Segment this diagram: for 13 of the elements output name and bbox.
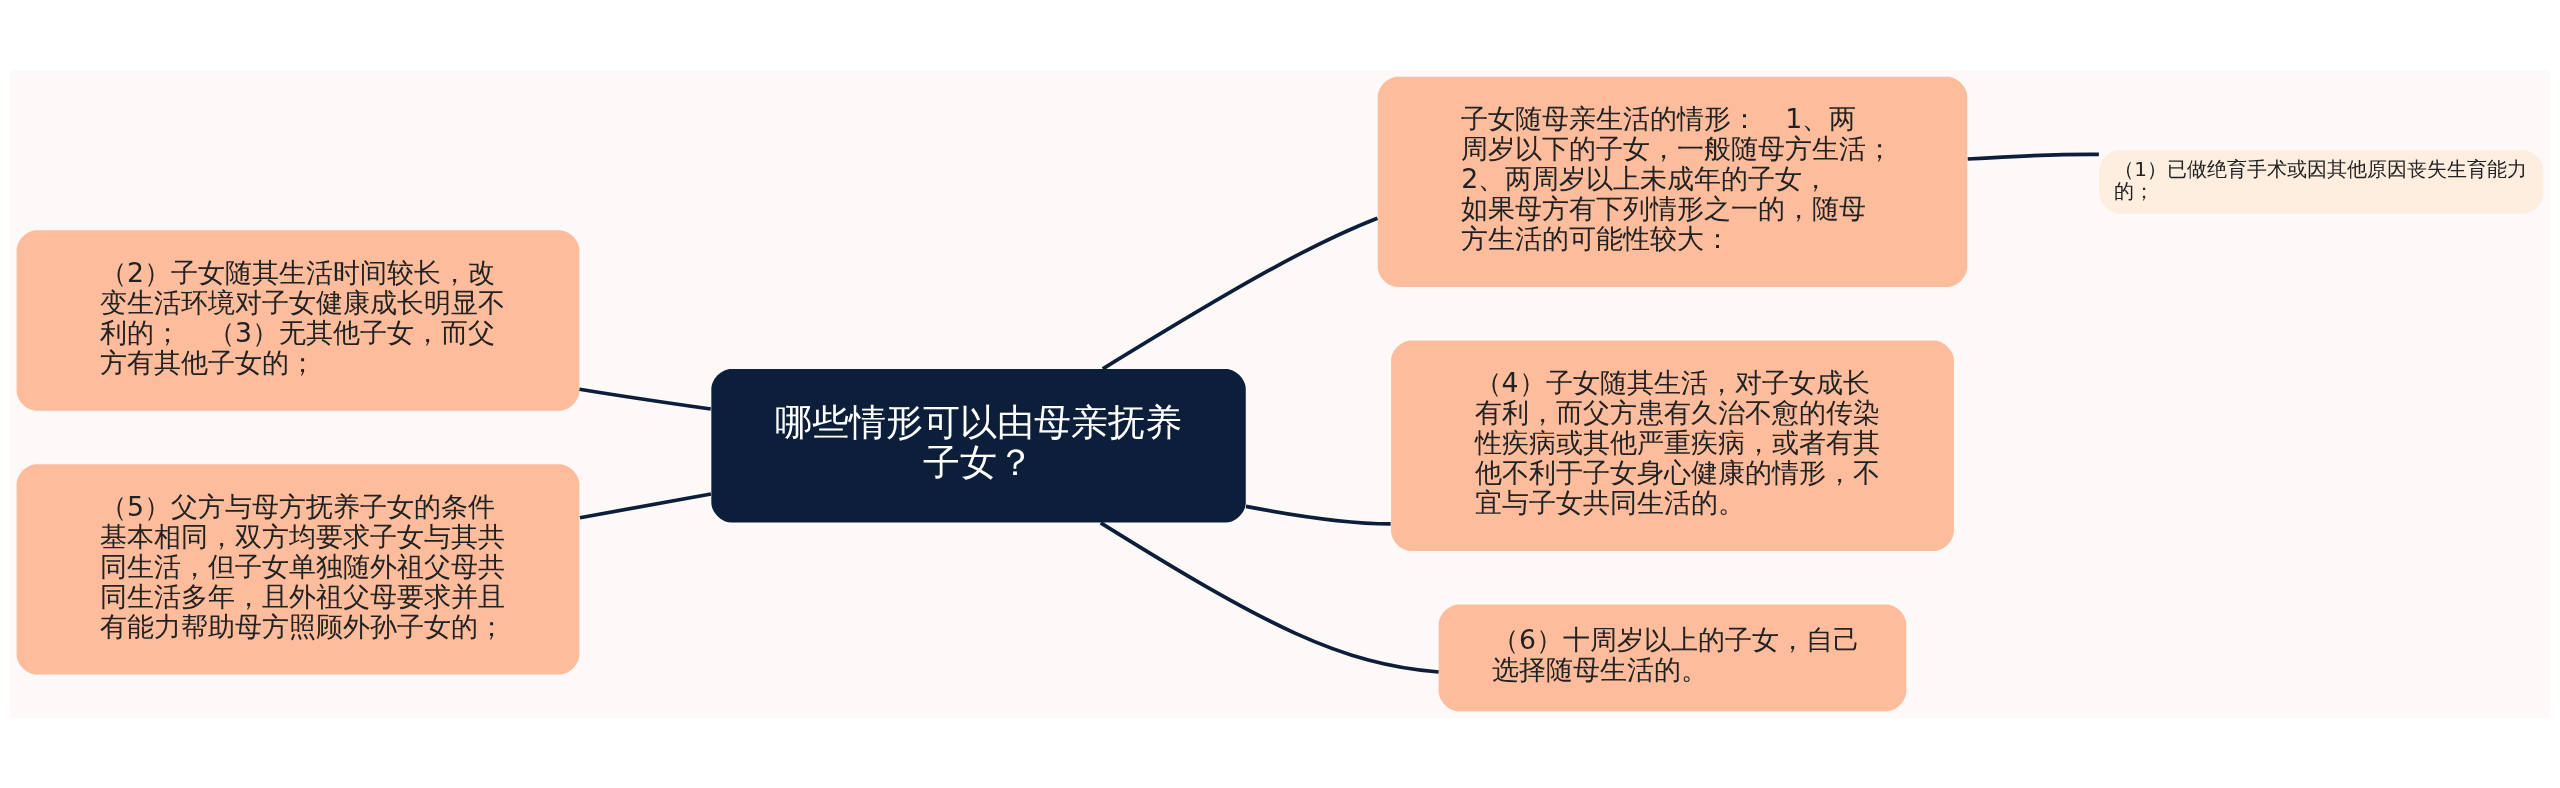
- connector: [1245, 504, 1391, 526]
- node-box: （4）子女随其生活，对子女成长有利，而父方患有久治不愈的传染性疾病或其他严重疾病，或者有其他不利于子女身心健康的情形，不宜与子女共同生活的。: [1391, 340, 1954, 551]
- node-box: 哪些情形可以由母亲抚养子女？: [711, 368, 1246, 523]
- node-box: （2）子女随其生活时间较长，改变生活环境对子女健康成长明显不利的； （3）无其他子女，而父方有其他子女的；: [16, 230, 580, 411]
- node-box: 子女随母亲生活的情形： 1、两周岁以下的子女，一般随母方生活； 2、两周岁以上未成年的子女，如果母方有下列情形之一的，随母方生活的可能性较大：: [1377, 76, 1968, 288]
- connector: [579, 387, 711, 411]
- connector: [1967, 152, 2099, 161]
- connector: [1099, 521, 1439, 674]
- node-box: （5）父方与母方抚养子女的条件基本相同，双方均要求子女与其共同生活，但子女单独随外祖父母共同生活多年，且外祖父母要求并且有能力帮助母方照顾外孙子女的；: [16, 464, 580, 675]
- node-box: （6）十周岁以上的子女，自己选择随母生活的。: [1438, 604, 1907, 712]
- node-box: （1）已做绝育手术或因其他原因丧失生育能力的；: [2099, 150, 2544, 214]
- connector: [579, 492, 712, 520]
- connector: [1101, 216, 1379, 371]
